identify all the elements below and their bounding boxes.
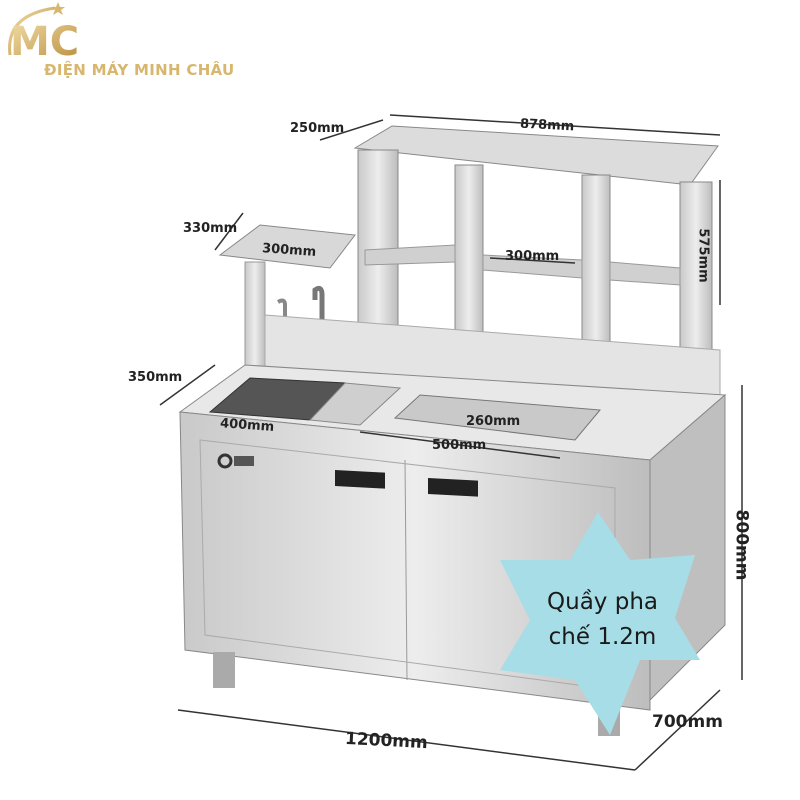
door-handle-left[interactable] xyxy=(335,469,385,489)
svg-text:MC: MC xyxy=(10,19,79,65)
drainboard xyxy=(308,382,402,426)
dim-well-width: 260mm xyxy=(466,414,521,429)
badge-star xyxy=(500,512,700,735)
dim-well-outer: 500mm xyxy=(432,438,487,453)
faucet xyxy=(312,285,325,370)
brand-swirl-icon xyxy=(217,453,254,469)
dim-total-width: 1200mm xyxy=(344,728,429,754)
dim-side-shelf-depth: 330mm xyxy=(183,221,238,236)
badge-line-2: chế 1.2m xyxy=(548,624,657,650)
side-shelf xyxy=(218,224,356,269)
door-handle-right[interactable] xyxy=(428,478,478,497)
dim-total-depth: 700mm xyxy=(652,712,723,732)
brand-logo: MC xyxy=(8,2,79,65)
badge-line-1: Quầy pha xyxy=(547,589,658,615)
badge-label: Quầy pha chế 1.2m xyxy=(520,585,685,655)
dim-sink-depth: 350mm xyxy=(128,370,183,385)
dim-shelf-width: 878mm xyxy=(519,116,575,135)
dim-shelf-gap: 300mm xyxy=(505,249,560,264)
brand-name: ĐIỆN MÁY MINH CHÂU xyxy=(44,61,235,79)
dim-shelf-height: 575mm xyxy=(695,228,711,283)
dim-shelf-depth: 250mm xyxy=(290,121,345,136)
dimension-lines xyxy=(159,114,743,771)
dim-cabinet-height: 800mm xyxy=(731,509,752,581)
ice-well xyxy=(393,394,601,441)
